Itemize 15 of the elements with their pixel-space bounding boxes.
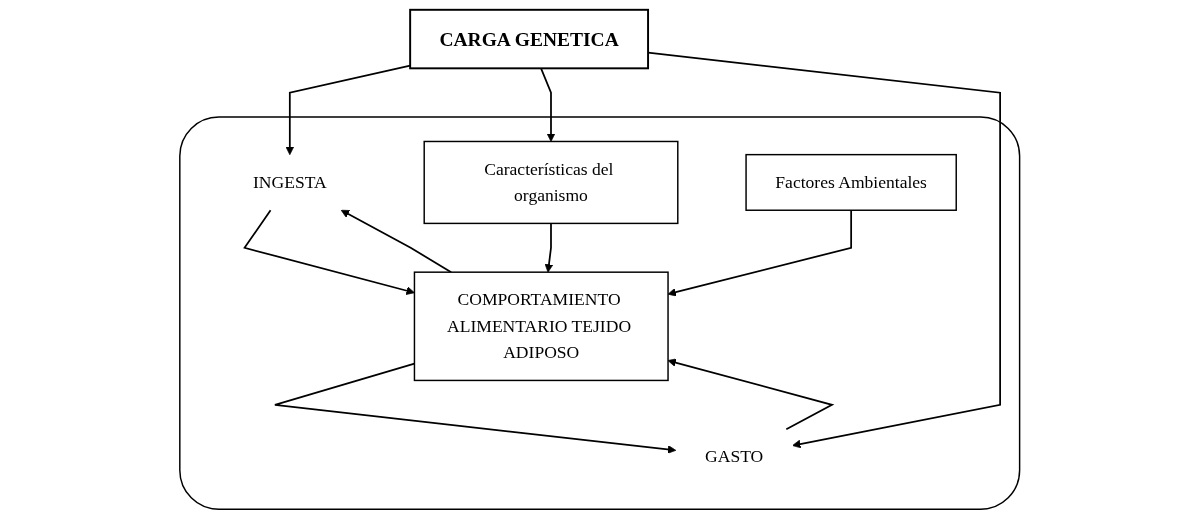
arrow [340, 209, 452, 274]
arrow [667, 209, 852, 297]
node-box: Factores Ambientales [745, 153, 957, 211]
node-text: INGESTA [252, 172, 327, 192]
node-text: GASTO [704, 446, 764, 467]
node-box: CARGA GENETICA [408, 8, 649, 70]
node-box: COMPORTAMIENTO ALIMENTARIO TEJIDO ADIPOSO [413, 271, 669, 382]
arrow [544, 222, 553, 273]
arrow [667, 358, 835, 431]
arrow [242, 209, 415, 295]
arrow [273, 362, 676, 454]
arrow [539, 67, 556, 142]
arrow [285, 64, 411, 156]
cluster [178, 116, 1021, 510]
node-box: Características del organismo [423, 140, 679, 225]
